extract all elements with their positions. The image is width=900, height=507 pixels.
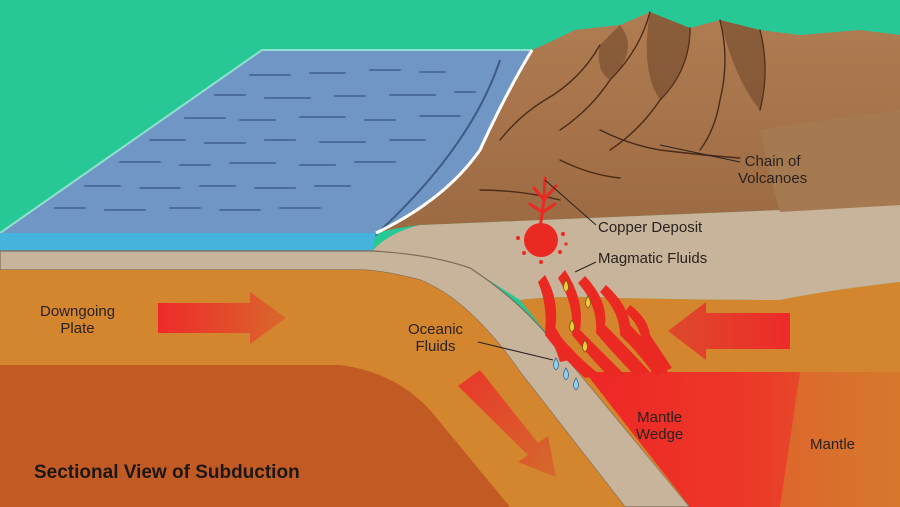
label-mantle-wedge-line1: Mantle [637,409,683,426]
leader-lines [477,144,741,361]
label-chain-of-volcanoes-line1: Chain of [744,153,801,170]
magma-streaks [538,270,672,378]
coastline [375,49,534,235]
oceanic-fluid-droplets [553,357,579,391]
arrow-downgoing-plate [158,292,286,344]
ocean-side [0,233,376,251]
label-chain-of-volcanoes: Chain of Volcanoes [738,153,807,187]
plateau [760,110,900,212]
mantle-outer [780,372,900,507]
volcano-chain [376,12,900,233]
label-mantle-wedge: Mantle Wedge [636,409,683,443]
label-downgoing-plate: Downgoing Plate [40,303,115,337]
arrow-slab-descent [458,370,556,477]
ocean-waves [54,69,476,211]
trench-line [369,59,501,241]
ocean-rim [0,49,532,234]
label-oceanic-fluids: Oceanic Fluids [408,321,463,355]
label-copper-deposit: Copper Deposit [598,219,703,236]
copper-deposit [516,176,568,264]
label-mantle-wedge-line2: Wedge [636,426,684,443]
label-downgoing-plate-line2: Plate [60,320,95,337]
label-chain-of-volcanoes-line2: Volcanoes [738,170,808,187]
label-mantle: Mantle [810,436,856,453]
arrow-mantle-push [668,302,790,360]
label-magmatic-fluids: Magmatic Fluids [598,250,708,267]
label-oceanic-fluids-line2: Fluids [415,338,456,355]
magmatic-fluid-droplets [563,279,591,353]
label-downgoing-plate-line1: Downgoing [40,303,116,320]
deep-plate-layer [0,365,510,507]
diagram-title: Sectional View of Subduction [34,462,300,483]
mountain-shadows [598,12,765,110]
label-oceanic-fluids-line1: Oceanic [408,321,464,338]
continental-crust [372,205,900,300]
